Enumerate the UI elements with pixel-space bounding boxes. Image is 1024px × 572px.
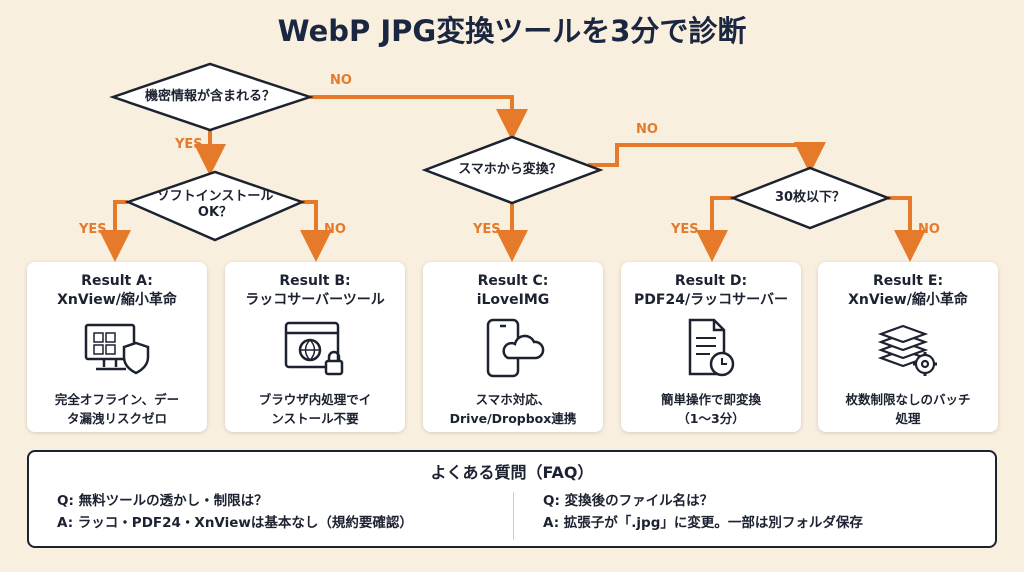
result-a-desc-line2: タ漏洩リスクゼロ	[66, 411, 167, 426]
label-q2-yes: YES	[79, 222, 107, 237]
label-q1-no: NO	[330, 73, 352, 88]
result-c-label: Result C:	[477, 273, 549, 289]
arrow-q2-no	[300, 200, 332, 262]
result-d-tool: PDF24/ラッコサーバー	[634, 292, 788, 308]
decision-q2-line1: ソフトインストール	[156, 189, 274, 204]
result-c-desc-line1: スマホ対応、	[475, 392, 551, 407]
result-a-tool: XnView/縮小革命	[57, 292, 177, 308]
result-c-tool: iLoveIMG	[476, 292, 550, 308]
decision-q2-line2: OK？	[197, 205, 233, 220]
decision-q2	[124, 170, 306, 242]
result-a-label: Result A:	[81, 273, 153, 289]
faq-answer-1: A: ラッコ・PDF24・XnViewは基本なし（規約要確認）	[57, 515, 413, 531]
arrow-q4-no	[888, 196, 926, 262]
faq-question-2: Q: 変換後のファイル名は？	[543, 493, 714, 509]
phone-cloud-icon	[423, 318, 603, 380]
arrow-q2-yes	[99, 200, 131, 262]
label-q3-yes: YES	[473, 222, 501, 237]
faq-title: よくある質問（FAQ）	[430, 463, 594, 482]
decision-q2-text: ソフトインストール OK？	[140, 189, 290, 221]
faq-item-2: Q: 変換後のファイル名は？ A: 拡張子が「.jpg」に変更。一部は別フォルダ…	[543, 490, 863, 534]
stack-gear-icon	[818, 318, 998, 380]
result-c-desc-line2: Drive/Dropbox連携	[449, 411, 577, 426]
faq-box: よくある質問（FAQ） Q: 無料ツールの透かし・制限は？ A: ラッコ・PDF…	[27, 450, 997, 548]
result-e-desc-line2: 処理	[895, 411, 921, 426]
result-card-b: Result B: ラッコサーバーツール ブラウザ内処理でインストール不要	[225, 262, 405, 432]
result-card-d: Result D: PDF24/ラッコサーバー 簡単操作で即変換 （1〜3分）	[621, 262, 801, 432]
result-e-label: Result E:	[872, 273, 944, 289]
document-clock-icon	[621, 318, 801, 380]
label-q3-no: NO	[636, 122, 658, 137]
faq-item-1: Q: 無料ツールの透かし・制限は？ A: ラッコ・PDF24・XnViewは基本…	[57, 490, 413, 534]
result-card-e: Result E: XnView/縮小革命 枚数制限なしのバッチ処理	[818, 262, 998, 432]
label-q4-yes: YES	[671, 222, 699, 237]
arrow-q4-yes	[696, 196, 733, 262]
decision-q3-text: スマホから変換？	[458, 162, 562, 177]
faq-question-1: Q: 無料ツールの透かし・制限は？	[57, 493, 268, 509]
decision-q1	[109, 62, 314, 132]
result-b-desc-line2: ンストール不要	[271, 411, 359, 426]
monitor-shield-icon	[27, 318, 207, 380]
result-e-tool: XnView/縮小革命	[848, 292, 968, 308]
browser-globe-lock-icon	[225, 318, 405, 380]
result-d-label: Result D:	[674, 273, 748, 289]
faq-divider	[513, 492, 514, 540]
result-e-desc-line1: 枚数制限なしのバッチ	[845, 392, 971, 407]
result-d-desc-line2: （1〜3分）	[677, 411, 745, 426]
result-a-desc-line1: 完全オフライン、デー	[54, 392, 180, 407]
label-q1-yes: YES	[175, 137, 203, 152]
arrow-q3-no	[588, 142, 826, 174]
faq-answer-2: A: 拡張子が「.jpg」に変更。一部は別フォルダ保存	[543, 515, 863, 531]
arrow-q1-no	[310, 95, 528, 141]
result-card-c: Result C: iLoveIMG スマホ対応、 Drive/Dropbox連携	[423, 262, 603, 432]
page-title: WebP JPG変換ツールを3分で診断	[277, 14, 747, 48]
label-q4-no: NO	[918, 222, 940, 237]
decision-q1-text: 機密情報が含まれる？	[144, 89, 275, 104]
decision-q3	[421, 135, 604, 205]
label-q2-no: NO	[324, 222, 346, 237]
result-b-label: Result B:	[279, 273, 351, 289]
decision-q4	[729, 166, 892, 230]
result-card-a: Result A: XnView/縮小革命 完全オフライン、データ漏洩リスクゼロ	[27, 262, 207, 432]
result-b-tool: ラッコサーバーツール	[245, 292, 385, 308]
result-d-desc-line1: 簡単操作で即変換	[660, 392, 761, 407]
result-b-desc-line1: ブラウザ内処理でイ	[258, 392, 372, 407]
decision-q4-text: 30枚以下？	[774, 190, 846, 205]
